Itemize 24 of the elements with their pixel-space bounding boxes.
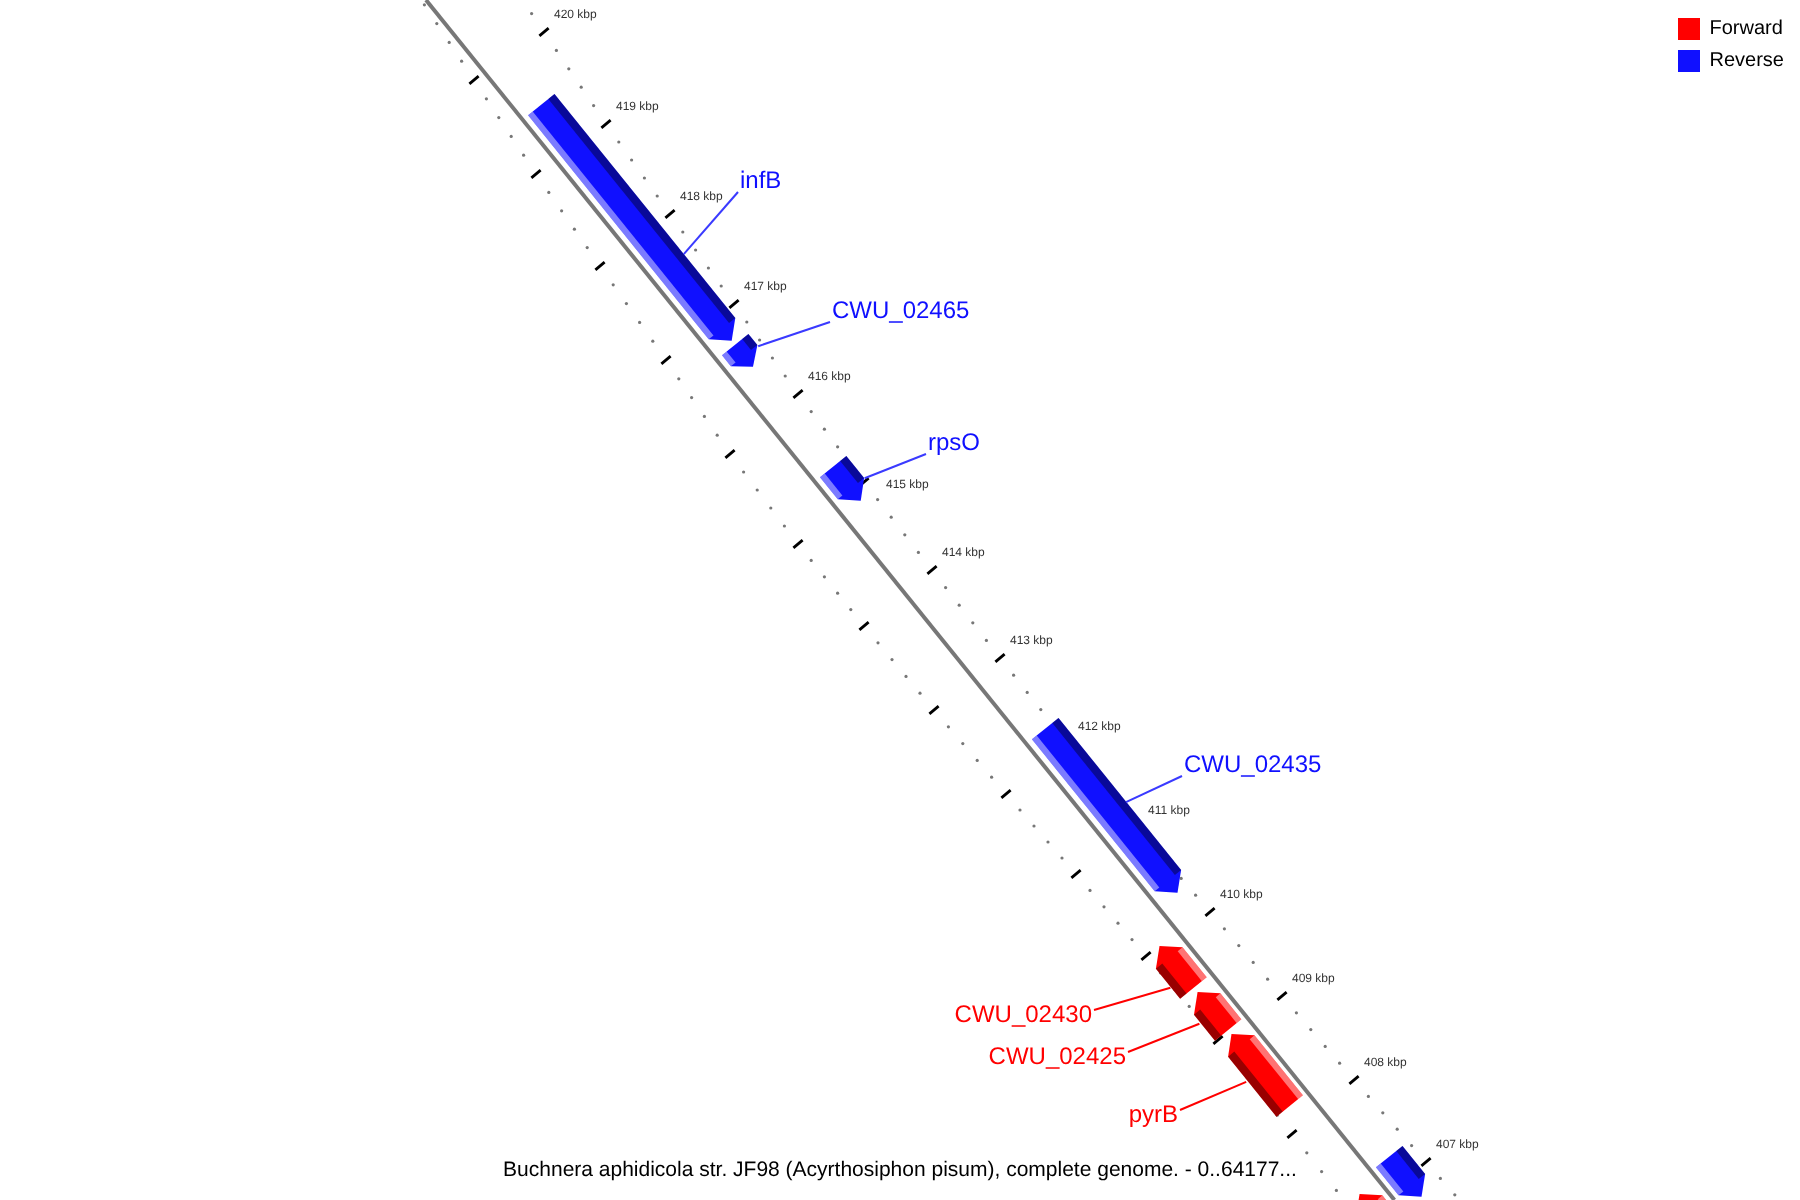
leader-line <box>863 453 927 480</box>
gene-block <box>1193 992 1242 1042</box>
gene-label: pyrB <box>1128 1098 1178 1130</box>
gene-block <box>721 334 757 368</box>
caption: Buchnera aphidicola str. JF98 (Acyrthosiphon pisum), complete genome. - 0..64177... <box>501 1156 1299 1184</box>
legend-label: Forward <box>1709 18 1783 40</box>
gene-label: CWU_02430 <box>954 998 1092 1030</box>
leader-line <box>1127 1022 1201 1053</box>
gene-label: rpsO <box>928 426 981 458</box>
gene-block <box>819 456 864 502</box>
gene-block <box>527 94 735 342</box>
gene-label: infB <box>740 164 782 196</box>
legend-label: Reverse <box>1709 50 1784 72</box>
gene-label: CWU_02465 <box>832 294 970 326</box>
gene-block <box>1156 946 1208 1000</box>
gene-label: CWU_02425 <box>988 1040 1126 1072</box>
leader-line <box>1093 986 1172 1011</box>
leader-line <box>757 321 831 348</box>
gene-label: CWU_02435 <box>1184 748 1322 780</box>
leader-line <box>1179 1080 1248 1111</box>
leader-line <box>682 191 739 256</box>
gene-block <box>1376 1146 1426 1198</box>
leader-line <box>1125 775 1183 804</box>
gene-block <box>1227 1034 1303 1118</box>
